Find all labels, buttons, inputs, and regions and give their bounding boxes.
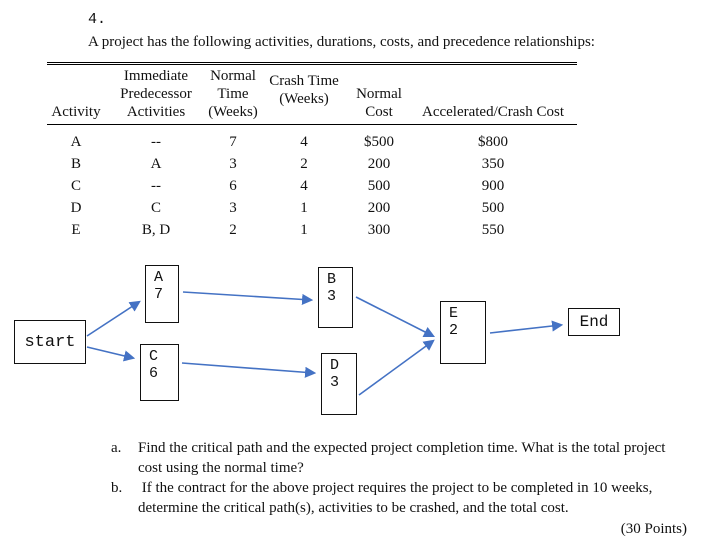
node-duration: 3 [330, 374, 340, 391]
question-b: b. If the contract for the above project… [111, 478, 711, 518]
cell-crash-time: 4 [300, 178, 308, 194]
edge-E-to-End [489, 320, 564, 334]
question-a: a. Find the critical path and the expect… [111, 438, 711, 478]
table-row-activity-b: B A 3 2 200 350 [47, 153, 577, 175]
node-end-label: End [579, 313, 609, 331]
points-label: (30 Points) [620, 521, 687, 537]
cell-crash-cost: 550 [481, 222, 505, 238]
question-b-line-1: If the contract for the above project re… [138, 480, 653, 496]
cell-crash-cost: $800 [478, 134, 508, 150]
col-header-activity: Activity [47, 63, 105, 125]
edge-A-to-B [182, 291, 314, 306]
cell-normal-time: 6 [229, 178, 237, 194]
problem-header: 4. A project has the following activitie… [88, 10, 688, 52]
cell-crash-time: 1 [300, 222, 308, 238]
cell-activity: B [70, 156, 81, 172]
node-duration: 6 [149, 365, 159, 382]
cell-normal-time: 7 [229, 134, 237, 150]
cell-activity: A [70, 134, 82, 150]
node-duration: 3 [327, 288, 337, 305]
cell-normal-cost: 200 [367, 156, 391, 172]
diagram-edges [86, 291, 564, 396]
cell-predecessor: -- [151, 134, 161, 150]
node-label: E [449, 305, 459, 322]
node-activity-c: C 6 [140, 344, 179, 401]
question-b-line-2: determine the critical path(s), activiti… [138, 500, 569, 516]
precedence-diagram: start A 7 C 6 B 3 D 3 E 2 End [0, 255, 724, 435]
edge-start-to-A [86, 300, 141, 337]
node-label: C [149, 348, 159, 365]
edge-C-to-D [181, 362, 317, 378]
problem-number: 4. [88, 11, 107, 28]
cell-activity: E [71, 222, 81, 238]
node-duration: 7 [154, 286, 164, 303]
col-header-predecessors: Immediate Predecessor Activities [105, 63, 207, 125]
node-activity-a: A 7 [145, 265, 179, 323]
table-row-activity-c: C -- 6 4 500 900 [47, 175, 577, 197]
questions: a. Find the critical path and the expect… [111, 438, 711, 539]
edge-B-to-E [355, 296, 435, 338]
cell-normal-cost: 500 [367, 178, 391, 194]
col-header-crash-cost: Accelerated/Crash Cost [409, 63, 577, 125]
cell-crash-cost: 500 [481, 200, 505, 216]
table-row-activity-a: A -- 7 4 $500 $800 [47, 125, 577, 154]
cell-crash-time: 4 [300, 134, 308, 150]
cell-predecessor: C [150, 200, 161, 216]
node-activity-b: B 3 [318, 267, 353, 328]
cell-crash-cost: 900 [481, 178, 505, 194]
node-end: End [568, 308, 620, 336]
cell-normal-time: 2 [229, 222, 237, 238]
activity-table: Activity Immediate Predecessor Activitie… [47, 62, 577, 241]
cell-normal-cost: $500 [364, 134, 394, 150]
col-header-crash-time: Crash Time (Weeks) [259, 63, 349, 125]
cell-normal-time: 3 [229, 200, 237, 216]
edge-start-to-C [86, 346, 136, 362]
activity-table-header: Activity Immediate Predecessor Activitie… [47, 63, 577, 125]
cell-crash-time: 1 [300, 200, 308, 216]
node-label: D [330, 357, 340, 374]
node-activity-e: E 2 [440, 301, 486, 364]
question-b-marker: b. [111, 480, 123, 496]
node-start: start [14, 320, 86, 364]
intro-text: A project has the following activities, … [88, 34, 595, 50]
table-row-activity-e: E B, D 2 1 300 550 [47, 219, 577, 241]
cell-predecessor: A [150, 156, 162, 172]
cell-normal-cost: 200 [367, 200, 391, 216]
cell-crash-time: 2 [300, 156, 308, 172]
cell-normal-time: 3 [229, 156, 237, 172]
cell-activity: C [70, 178, 81, 194]
edge-D-to-E [358, 339, 435, 396]
question-a-line-1: Find the critical path and the expected … [138, 440, 666, 456]
node-label: A [154, 269, 164, 286]
question-a-marker: a. [111, 440, 122, 456]
cell-normal-cost: 300 [367, 222, 391, 238]
table-row-activity-d: D C 3 1 200 500 [47, 197, 577, 219]
col-header-normal-time: Normal Time (Weeks) [207, 63, 259, 125]
node-start-label: start [24, 332, 76, 352]
cell-activity: D [70, 200, 82, 216]
col-header-normal-cost: Normal Cost [349, 63, 409, 125]
cell-predecessor: -- [151, 178, 161, 194]
cell-predecessor: B, D [141, 222, 171, 238]
node-label: B [327, 271, 337, 288]
node-duration: 2 [449, 322, 459, 339]
question-a-line-2: cost using the normal time? [138, 460, 304, 476]
cell-crash-cost: 350 [481, 156, 505, 172]
node-activity-d: D 3 [321, 353, 357, 415]
